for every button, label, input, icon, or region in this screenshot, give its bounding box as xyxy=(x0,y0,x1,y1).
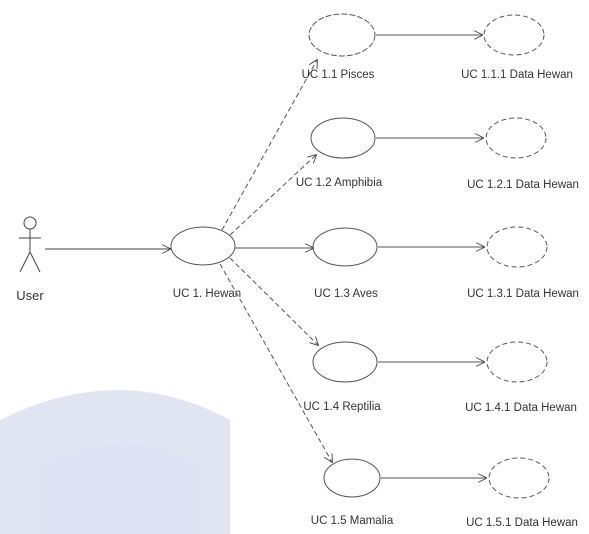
relation-to-mamalia xyxy=(219,263,332,462)
relation-to-pisces xyxy=(221,60,317,231)
use-case-aves-label: UC 1.3 Aves xyxy=(314,288,378,300)
use-case-reptilia-data-ellipse xyxy=(486,341,548,383)
relation-to-amphibia xyxy=(229,155,316,236)
use-case-amphibia-data-label: UC 1.2.1 Data Hewan xyxy=(467,179,579,191)
watermark xyxy=(0,390,230,534)
actor-label: User xyxy=(16,288,44,303)
relationship-lines xyxy=(219,60,332,462)
child-arrows xyxy=(376,35,486,478)
use-case-amphibia-ellipse xyxy=(310,117,376,159)
use-case-amphibia-label: UC 1.2 Amphibia xyxy=(296,177,383,189)
use-case-mamalia-ellipse xyxy=(323,458,381,498)
use-case-amphibia-data[interactable]: UC 1.2.1 Data Hewan xyxy=(467,117,579,191)
use-case-amphibia[interactable]: UC 1.2 Amphibia xyxy=(296,117,383,189)
use-case-reptilia-label: UC 1.4 Reptilia xyxy=(303,401,381,413)
use-case-aves-data-label: UC 1.3.1 Data Hewan xyxy=(467,288,579,300)
use-case-pisces-data-ellipse xyxy=(483,14,545,56)
actor-leg-right xyxy=(29,251,41,273)
use-case-pisces-label: UC 1.1 Pisces xyxy=(302,69,375,81)
use-case-reptilia-data[interactable]: UC 1.4.1 Data Hewan xyxy=(465,341,577,414)
use-case-aves-data[interactable]: UC 1.3.1 Data Hewan xyxy=(467,226,579,300)
use-case-reptilia-data-label: UC 1.4.1 Data Hewan xyxy=(465,402,577,414)
use-case-pisces[interactable]: UC 1.1 Pisces xyxy=(302,13,376,81)
use-case-mamalia-data-ellipse xyxy=(488,457,550,499)
use-case-pisces-data[interactable]: UC 1.1.1 Data Hewan xyxy=(461,14,573,81)
use-case-main-label: UC 1. Hewan xyxy=(173,288,241,300)
use-case-mamalia-data[interactable]: UC 1.5.1 Data Hewan xyxy=(466,457,578,529)
use-case-reptilia-ellipse xyxy=(312,341,378,383)
use-case-aves[interactable]: UC 1.3 Aves xyxy=(312,227,378,300)
actor-leg-left xyxy=(19,251,31,273)
use-case-aves-data-ellipse xyxy=(486,226,548,268)
use-case-main[interactable]: UC 1. Hewan xyxy=(170,226,241,300)
use-case-amphibia-data-ellipse xyxy=(485,117,547,159)
use-case-reptilia[interactable]: UC 1.4 Reptilia xyxy=(303,341,381,413)
relation-to-reptilia xyxy=(229,257,318,345)
use-case-pisces-data-label: UC 1.1.1 Data Hewan xyxy=(461,69,573,81)
actor-user[interactable]: User xyxy=(16,216,44,303)
use-case-aves-ellipse xyxy=(312,227,378,267)
use-case-mamalia-label: UC 1.5 Mamalia xyxy=(311,515,394,527)
use-case-pisces-ellipse xyxy=(308,13,376,57)
use-case-mamalia-data-label: UC 1.5.1 Data Hewan xyxy=(466,517,578,529)
use-case-mamalia[interactable]: UC 1.5 Mamalia xyxy=(311,458,394,527)
use-case-main-ellipse xyxy=(170,226,236,266)
actor-head xyxy=(23,216,37,230)
